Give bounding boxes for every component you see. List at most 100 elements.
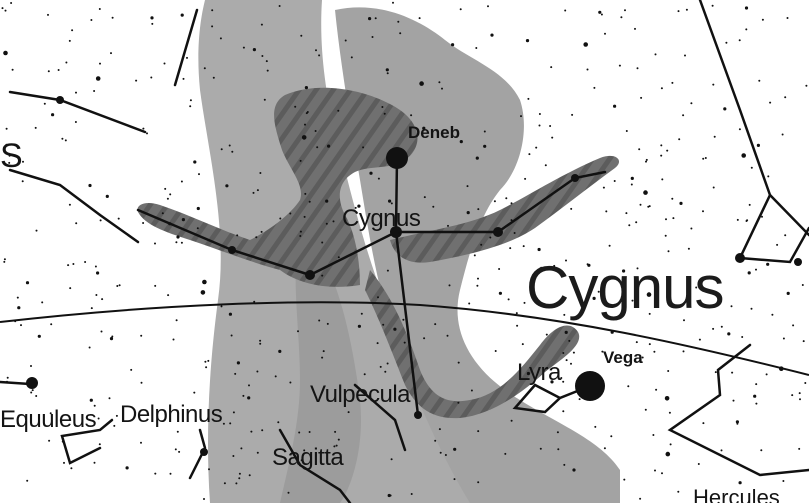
background-star — [326, 223, 328, 225]
background-star — [757, 144, 760, 147]
background-star — [101, 298, 103, 300]
background-star — [181, 14, 184, 17]
background-star — [784, 96, 786, 98]
background-star — [381, 106, 383, 108]
background-star — [539, 125, 541, 127]
background-star — [451, 43, 454, 46]
background-star — [424, 196, 426, 198]
background-star — [150, 16, 153, 19]
background-star — [382, 324, 384, 326]
background-star — [587, 69, 589, 71]
background-star — [779, 366, 784, 371]
background-star — [570, 363, 572, 365]
background-star — [668, 250, 670, 252]
background-star — [682, 114, 684, 116]
background-star — [7, 377, 9, 379]
background-star — [14, 320, 16, 322]
background-star — [327, 145, 330, 148]
background-star — [17, 306, 20, 309]
background-star — [661, 472, 663, 474]
background-star — [634, 28, 636, 30]
background-star — [90, 19, 92, 21]
background-star — [205, 366, 207, 368]
background-star — [164, 188, 166, 190]
background-star — [460, 140, 463, 143]
background-star — [181, 242, 183, 244]
background-star — [112, 17, 114, 19]
background-star — [477, 278, 479, 280]
background-star — [204, 67, 206, 69]
background-star — [660, 144, 662, 146]
background-star — [267, 70, 269, 72]
background-star — [225, 184, 228, 187]
background-star — [32, 389, 34, 391]
background-star — [259, 172, 261, 174]
background-star — [748, 271, 751, 274]
background-star — [677, 491, 679, 493]
background-star — [5, 10, 7, 12]
background-star — [242, 395, 244, 397]
background-star — [142, 128, 144, 130]
background-star — [712, 328, 714, 330]
background-star — [109, 397, 111, 399]
background-star — [565, 331, 568, 334]
background-star — [198, 173, 200, 175]
background-star — [625, 212, 627, 214]
background-star — [399, 232, 401, 234]
background-star — [721, 449, 723, 451]
background-star — [72, 263, 74, 265]
background-star — [505, 197, 507, 199]
background-star — [279, 218, 281, 220]
background-star — [665, 218, 667, 220]
background-star — [176, 319, 178, 321]
background-star — [792, 324, 794, 326]
background-star — [439, 428, 441, 430]
background-star — [75, 121, 77, 123]
background-star — [523, 245, 525, 247]
background-star — [678, 10, 680, 12]
background-star — [17, 297, 19, 299]
background-star — [423, 337, 425, 339]
background-star — [384, 113, 386, 115]
background-star — [771, 314, 773, 316]
hercules-lines-3 — [670, 345, 809, 475]
background-star — [75, 92, 77, 94]
background-star — [95, 266, 97, 268]
background-star — [594, 426, 596, 428]
background-star — [399, 32, 401, 34]
background-star — [116, 285, 118, 287]
background-star — [776, 244, 778, 246]
background-star — [30, 365, 32, 367]
background-star — [434, 323, 436, 325]
background-star — [197, 207, 200, 210]
background-star — [248, 384, 250, 386]
background-star — [364, 373, 366, 375]
background-star — [221, 148, 223, 150]
lyra-label: Lyra — [517, 361, 561, 385]
background-star — [645, 409, 647, 411]
background-star — [539, 113, 541, 115]
background-star — [490, 34, 493, 37]
background-star — [549, 125, 551, 127]
background-star — [369, 172, 372, 175]
background-star — [141, 382, 143, 384]
background-star — [520, 115, 522, 117]
background-star — [504, 453, 506, 455]
background-star — [477, 430, 479, 432]
background-star — [745, 28, 747, 30]
background-star — [782, 134, 784, 136]
background-star — [390, 495, 392, 497]
background-star — [468, 303, 470, 305]
background-star — [671, 198, 673, 200]
background-star — [309, 431, 311, 433]
star-marker — [56, 96, 64, 104]
background-star — [727, 332, 730, 335]
sagitta-label: Sagitta — [272, 446, 343, 470]
background-star — [61, 138, 63, 140]
background-star — [58, 69, 60, 71]
background-star — [477, 208, 479, 210]
background-star — [803, 340, 805, 342]
background-star — [140, 335, 142, 337]
background-star — [611, 331, 614, 334]
